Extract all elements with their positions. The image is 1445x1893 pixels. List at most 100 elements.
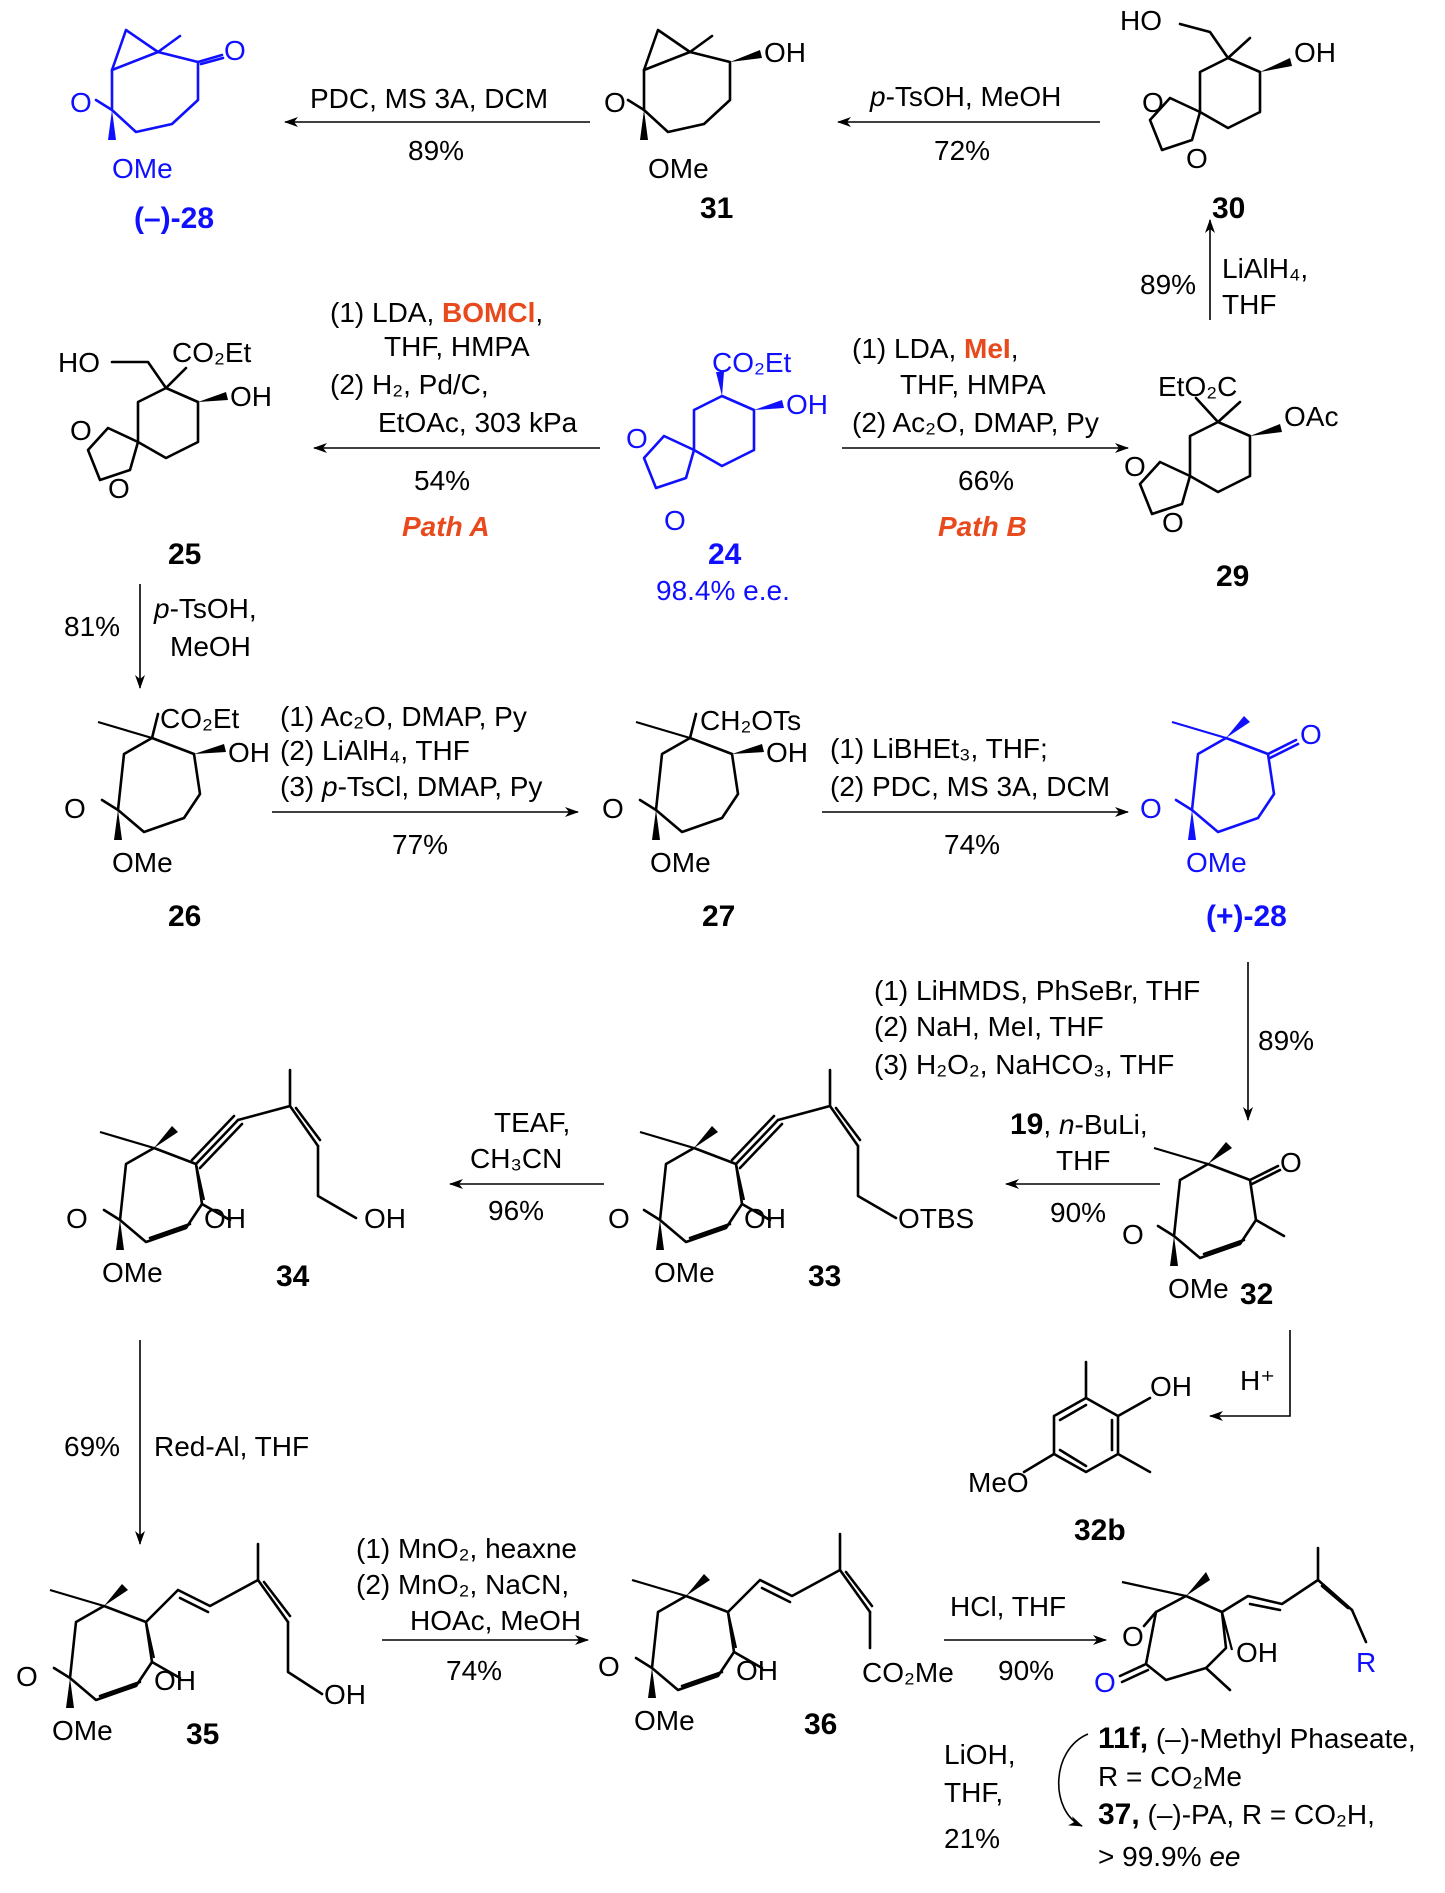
ee-37: > 99.9% ee	[1098, 1841, 1240, 1872]
structure-26	[97, 712, 226, 840]
label-33: 33	[808, 1260, 841, 1293]
step-yield: 90%	[998, 1655, 1054, 1686]
step-yield: 89%	[1140, 269, 1196, 300]
arrow-32-to-32b	[1209, 1330, 1291, 1421]
path-b-label: Path B	[938, 511, 1027, 542]
atom-o: O	[1142, 87, 1164, 118]
label-28-negative: (–)-28	[134, 202, 214, 235]
label-36: 36	[804, 1708, 837, 1741]
step-reagent: MeOH	[170, 631, 251, 662]
structure-11f	[1118, 1546, 1368, 1692]
label-30: 30	[1212, 192, 1245, 225]
label-11f: 11f, (–)-Methyl Phaseate,	[1098, 1722, 1416, 1755]
step-reagent: LiAlH₄,	[1222, 253, 1308, 284]
step-reagent: (2) LiAlH₄, THF	[280, 735, 470, 766]
step-reagent: HCl, THF	[950, 1591, 1066, 1622]
arrow-11f-to-37	[1057, 1733, 1089, 1827]
atom-oh: OH	[204, 1203, 246, 1234]
atom-ome: OMe	[650, 847, 711, 878]
label-28-positive: (+)-28	[1206, 900, 1287, 933]
label-35: 35	[186, 1718, 219, 1751]
label-37: 37, (–)-PA, R = CO₂H,	[1098, 1798, 1375, 1831]
step-reagent: (1) Ac₂O, DMAP, Py	[280, 701, 527, 732]
step-yield: 89%	[408, 135, 464, 166]
step-reagent: (2) Ac₂O, DMAP, Py	[852, 407, 1099, 438]
step-yield: 72%	[934, 135, 990, 166]
step-reagent: (2) H₂, Pd/C,	[330, 369, 489, 400]
step-yield: 21%	[944, 1823, 1000, 1854]
step-yield: 96%	[488, 1195, 544, 1226]
step-yield: 74%	[446, 1655, 502, 1686]
step-reagent: Red-Al, THF	[154, 1431, 309, 1462]
step-reagent: H⁺	[1240, 1365, 1275, 1396]
atom-o: O	[70, 87, 92, 118]
step-reagent: THF	[1056, 1145, 1110, 1176]
label-26: 26	[168, 900, 201, 933]
step-yield: 74%	[944, 829, 1000, 860]
atom-oh: OH	[744, 1203, 786, 1234]
atom-o: O	[1094, 1667, 1116, 1698]
atom-ho: HO	[58, 347, 100, 378]
structure-24	[642, 372, 784, 490]
atom-o: O	[108, 473, 130, 504]
atom-oh: OH	[764, 37, 806, 68]
step-reagent: (3) p-TsCl, DMAP, Py	[280, 771, 542, 802]
atom-co2et: CO₂Et	[160, 703, 240, 734]
step-reagent: (2) MnO₂, NaCN,	[356, 1569, 569, 1600]
step-reagent: (3) H₂O₂, NaHCO₃, THF	[874, 1049, 1174, 1080]
atom-oh: OH	[786, 389, 828, 420]
atom-o: O	[1300, 719, 1322, 750]
step-reagent: THF, HMPA	[384, 331, 530, 362]
step-reagent: THF,	[944, 1777, 1003, 1808]
step-reagent: (2) NaH, MeI, THF	[874, 1011, 1104, 1042]
atom-co2et: CO₂Et	[172, 337, 252, 368]
structure-27	[635, 712, 764, 840]
step-reagent: (1) LDA, BOMCl,	[330, 297, 543, 328]
atom-o: O	[664, 505, 686, 536]
step-yield: 81%	[64, 611, 120, 642]
atom-ome: OMe	[654, 1257, 715, 1288]
atom-ho: HO	[1120, 5, 1162, 36]
atom-oh: OH	[364, 1203, 406, 1234]
label-31: 31	[700, 192, 733, 225]
atom-r: R	[1356, 1647, 1376, 1678]
structure-28-negative	[94, 28, 225, 140]
label-34: 34	[276, 1260, 310, 1293]
step-yield: 54%	[414, 465, 470, 496]
atom-o: O	[598, 1651, 620, 1682]
atom-o: O	[1186, 143, 1208, 174]
structure-25	[86, 360, 228, 482]
step-reagent: LiOH,	[944, 1739, 1016, 1770]
label-24: 24	[708, 538, 742, 571]
atom-o: O	[1122, 1621, 1144, 1652]
step-reagent: (1) LiBHEt₃, THF;	[830, 733, 1048, 764]
step-reagent: THF, HMPA	[900, 369, 1046, 400]
atom-o: O	[604, 87, 626, 118]
step-yield: 66%	[958, 465, 1014, 496]
atom-oh: OH	[1236, 1637, 1278, 1668]
step-reagent: p-TsOH,	[153, 593, 257, 624]
step-yield: 77%	[392, 829, 448, 860]
structure-33	[639, 1068, 898, 1250]
atom-ome: OMe	[648, 153, 709, 184]
step-reagent: (2) PDC, MS 3A, DCM	[830, 771, 1110, 802]
step-reagent: HOAc, MeOH	[410, 1605, 581, 1636]
step-reagent: THF	[1222, 289, 1276, 320]
atom-o: O	[70, 415, 92, 446]
atom-oh: OH	[766, 737, 808, 768]
structure-32b	[1022, 1360, 1152, 1474]
atom-co2et: CO₂Et	[712, 347, 792, 378]
atom-o: O	[64, 793, 86, 824]
step-yield: 69%	[64, 1431, 120, 1462]
atom-oh: OH	[154, 1665, 196, 1696]
atom-o: O	[66, 1203, 88, 1234]
step-reagent: PDC, MS 3A, DCM	[310, 83, 548, 114]
label-32: 32	[1240, 1278, 1273, 1311]
ee-24: 98.4% e.e.	[656, 575, 790, 606]
step-reagent: (1) LiHMDS, PhSeBr, THF	[874, 975, 1200, 1006]
label-11f-r: R = CO₂Me	[1098, 1761, 1242, 1792]
atom-ome: OMe	[634, 1705, 695, 1736]
step-reagent: CH₃CN	[470, 1143, 562, 1174]
atom-ome: OMe	[52, 1715, 113, 1746]
